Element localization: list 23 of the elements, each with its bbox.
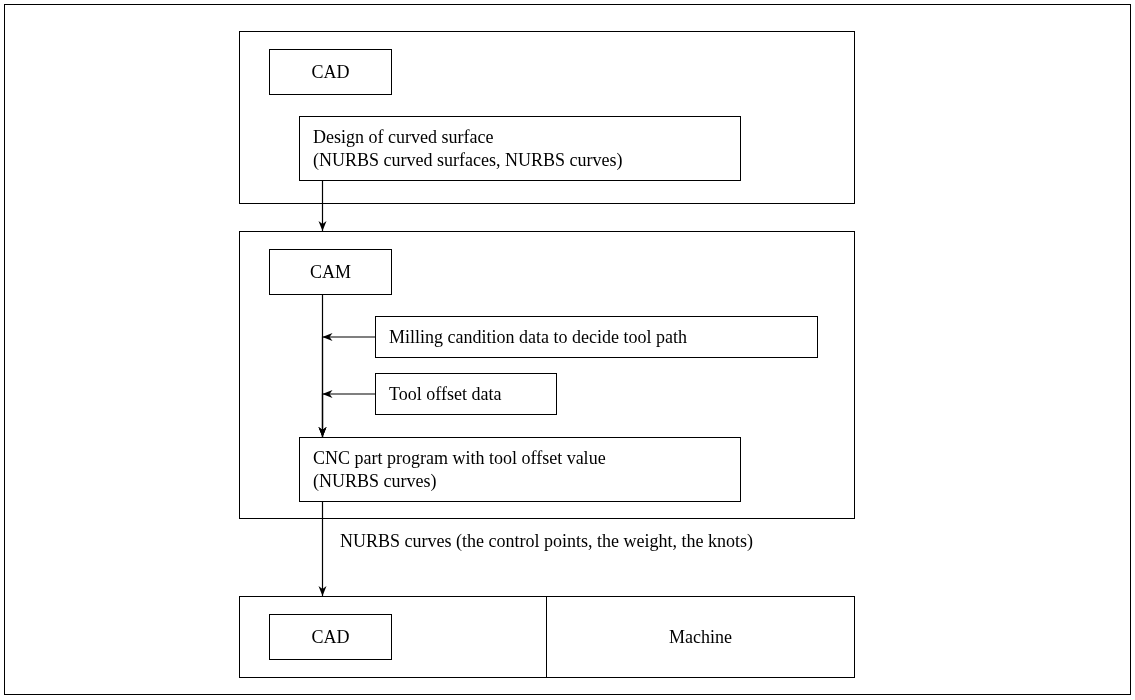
group-box [239, 231, 855, 519]
process-box [299, 437, 741, 502]
input-box [375, 316, 818, 358]
node-text: CAD [311, 60, 350, 84]
node-text: (NURBS curves) [313, 469, 437, 493]
node-text: Machine [669, 625, 732, 649]
node-text: Design of curved surface [313, 125, 494, 149]
node-text: (NURBS curved surfaces, NURBS curves) [313, 148, 623, 172]
node-text: Milling candition data to decide tool path [389, 325, 687, 349]
group-box [239, 596, 855, 678]
node-text: Tool offset data [389, 382, 502, 406]
arrow [318, 501, 327, 597]
input-box [375, 373, 557, 415]
process-box [269, 614, 392, 660]
group-box [239, 31, 855, 204]
process-box [269, 249, 392, 295]
node-text: CAM [310, 260, 351, 284]
arrow [318, 180, 327, 232]
node-text: CAD [311, 625, 350, 649]
node-text: CNC part program with tool offset value [313, 446, 606, 470]
arrow [318, 390, 376, 438]
process-box [299, 116, 741, 181]
process-box [269, 49, 392, 95]
